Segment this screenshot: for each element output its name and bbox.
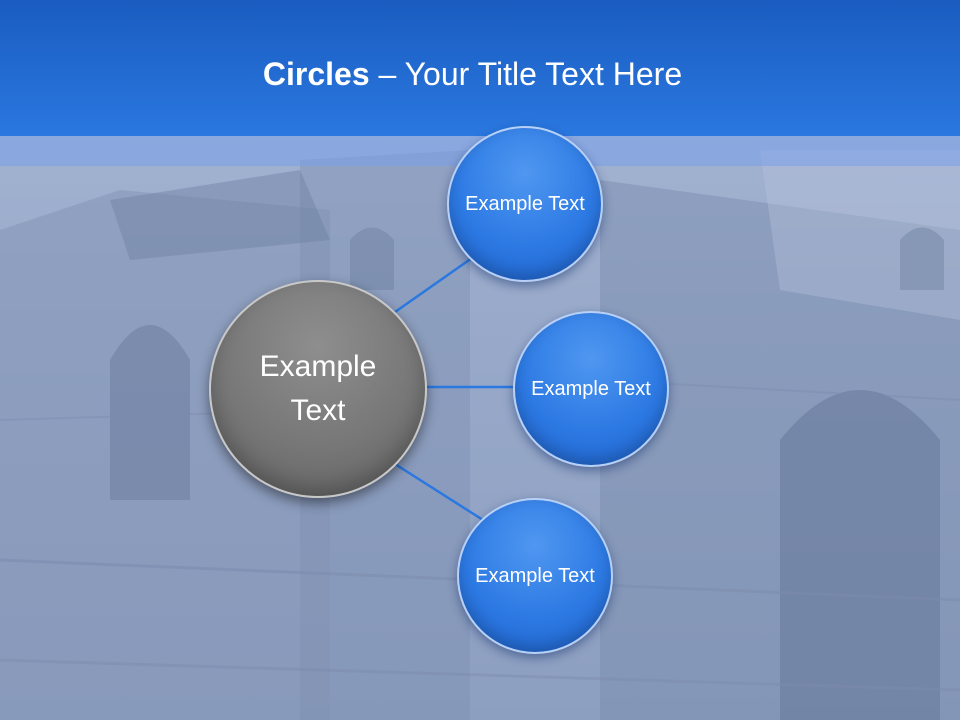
circle-node-top-label: Example Text	[465, 193, 585, 215]
circle-node-bottom-label: Example Text	[475, 565, 595, 587]
slide-title: Circles – Your Title Text Here	[0, 54, 945, 94]
connector-top	[394, 256, 473, 314]
circle-node-middle-label: Example Text	[531, 378, 651, 400]
center-circle: Example Text	[209, 280, 427, 498]
circle-node-top: Example Text	[447, 126, 603, 282]
center-circle-label: Example Text	[259, 350, 377, 427]
circle-node-middle: Example Text	[513, 311, 669, 467]
title-bar	[0, 0, 960, 136]
connector-bottom	[394, 462, 484, 522]
title-bold: Circles	[262, 56, 370, 92]
title-rest: – Your Title Text Here	[369, 56, 683, 92]
circle-node-bottom: Example Text	[457, 498, 613, 654]
